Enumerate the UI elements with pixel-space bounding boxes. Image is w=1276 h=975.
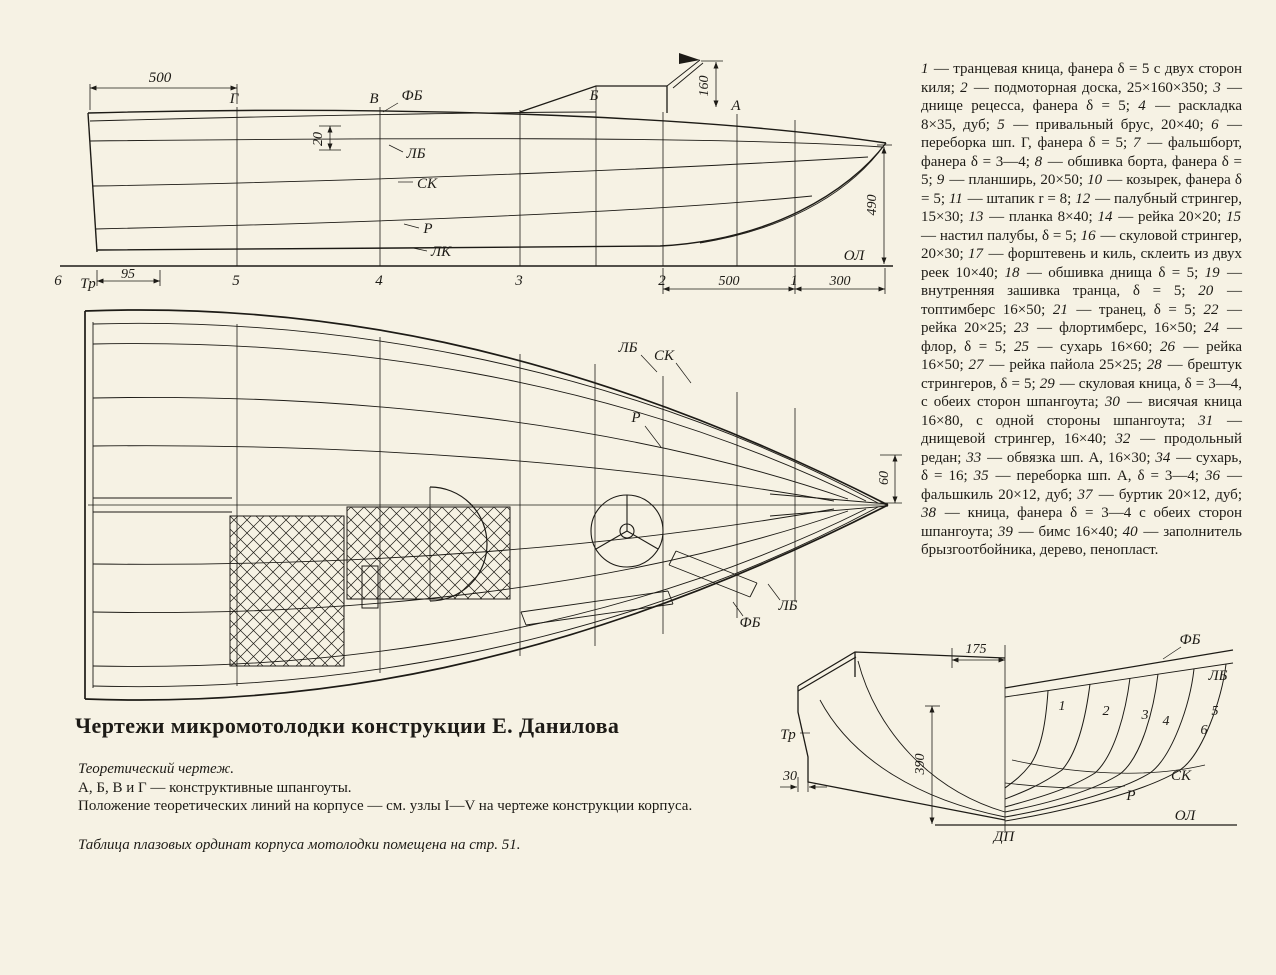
label-r: Р: [1125, 788, 1135, 804]
floor-panel-aft: [229, 515, 345, 667]
label-lb: ЛБ: [1207, 668, 1227, 684]
hull-outline-bottom: [84, 504, 889, 701]
section-4: [1004, 673, 1159, 813]
body-dimensions: [780, 648, 1005, 824]
chine-line: [92, 156, 869, 187]
dim-60: 60: [877, 471, 892, 485]
dim-95: 95: [121, 267, 135, 282]
note-frames: А, Б, В и Г — конструктивные шпангоуты.: [78, 779, 352, 796]
station-5: 5: [232, 273, 240, 289]
label-fb: ФБ: [402, 88, 423, 104]
station-v: В: [369, 91, 378, 107]
parts-list-text: 1 — транцевая кница, фанера δ = 5 с двух…: [921, 61, 1243, 558]
dim-20: 20: [311, 132, 326, 146]
label-lk: ЛК: [430, 244, 452, 260]
plan-view-labels: ЛБ СК Р 60 ФБ ЛБ: [617, 340, 892, 631]
dim-500-bottom: 500: [719, 274, 740, 289]
note-theoretical: Теоретический чертеж.: [78, 761, 235, 777]
label-sk: СК: [654, 348, 675, 364]
section-label-1: 1: [1059, 699, 1066, 714]
console-block: [361, 565, 379, 609]
dim-160: 160: [697, 76, 712, 97]
label-tr: Тр: [80, 276, 96, 292]
keel-stem-line: [96, 142, 887, 251]
note-position: Положение теоретических линий на корпусе…: [78, 798, 693, 815]
section-label-6: 6: [1201, 723, 1208, 738]
slats: [520, 550, 758, 626]
redan-locus: [1004, 782, 1126, 789]
chine-locus: [1011, 759, 1206, 774]
section-label-2: 2: [1103, 704, 1110, 719]
station-4: 4: [375, 273, 383, 289]
section-3: [1004, 677, 1131, 808]
label-fb: ФБ: [740, 615, 761, 631]
station-3: 3: [514, 273, 523, 289]
side-view: [60, 53, 893, 294]
lb-line: [89, 138, 883, 148]
section-label-3: 3: [1141, 708, 1149, 723]
section-2: [1004, 683, 1091, 800]
label-ol: ОЛ: [844, 248, 865, 264]
steering-wheel-icon: [590, 494, 664, 568]
station-1: 1: [790, 273, 798, 289]
section-label-4: 4: [1163, 714, 1170, 729]
section-label-5: 5: [1212, 704, 1219, 719]
label-tr: Тр: [780, 727, 796, 743]
plan-view: [84, 309, 902, 701]
label-sk: СК: [417, 176, 438, 192]
floor-panel-mid: [346, 506, 511, 600]
dim-300: 300: [829, 274, 851, 289]
station-2: 2: [658, 273, 666, 289]
transom-section: [797, 651, 1006, 821]
note-table-reference: Таблица плазовых ординат корпуса мотолод…: [78, 837, 521, 853]
label-r: Р: [630, 410, 640, 426]
dim-175: 175: [966, 642, 987, 657]
station-b: Б: [589, 88, 599, 104]
flag-icon: [679, 53, 700, 64]
dim-490: 490: [865, 195, 880, 216]
windshield: [519, 85, 668, 113]
label-lb: ЛБ: [405, 146, 425, 162]
hull-outline-top: [84, 309, 889, 506]
dimensions: [89, 60, 892, 294]
dim-30: 30: [782, 769, 797, 784]
station-6: 6: [54, 273, 62, 289]
body-plan-labels: ФБ ЛБ 175 Тр 390 30 1 2 3 4 5 6 СК Р ОЛ …: [780, 632, 1227, 845]
label-lb-top: ЛБ: [617, 340, 637, 356]
section-5: [1004, 668, 1195, 818]
transom-line: [87, 112, 98, 253]
dim-500-top: 500: [149, 70, 172, 86]
side-view-labels: 500 Г В ФБ Б А 160 20 ЛБ СК Р ЛК 490 ОЛ …: [54, 70, 880, 292]
station-a: А: [730, 98, 741, 114]
redan-line: [94, 195, 813, 230]
label-ol: ОЛ: [1175, 808, 1196, 824]
body-plan: [780, 645, 1237, 833]
section-1: [1004, 690, 1049, 789]
label-lb-bottom: ЛБ: [777, 598, 797, 614]
label-r: Р: [422, 221, 432, 237]
notes-block: Теоретический чертеж. А, Б, В и Г — конс…: [78, 760, 818, 816]
label-sk: СК: [1171, 768, 1192, 784]
label-fb: ФБ: [1180, 632, 1201, 648]
parts-list: 1 — транцевая кница, фанера δ = 5 с двух…: [921, 60, 1242, 560]
sheer-line: [87, 109, 887, 144]
station-g: Г: [229, 91, 240, 107]
page-title: Чертежи микромотолодки конструкции Е. Да…: [75, 713, 620, 738]
label-dp: ДП: [992, 829, 1016, 845]
dim-390: 390: [913, 754, 928, 776]
seat-arc: [429, 486, 488, 602]
